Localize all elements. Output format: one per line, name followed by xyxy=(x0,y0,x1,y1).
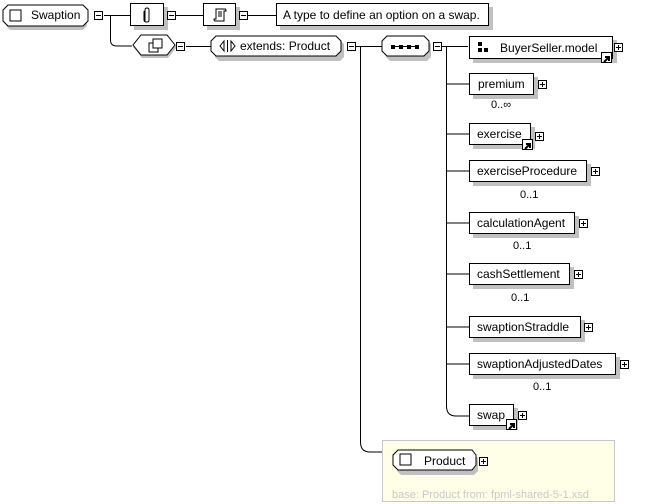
connector xyxy=(442,46,468,47)
root-type-label: Swaption xyxy=(31,8,81,22)
expand-toggle[interactable] xyxy=(614,43,623,52)
root-type-node[interactable] xyxy=(2,4,92,30)
sequence-node[interactable] xyxy=(381,35,433,61)
connector-curve xyxy=(110,36,132,47)
connector-curve xyxy=(360,46,396,453)
documentation-node[interactable] xyxy=(203,3,236,26)
occurrence-label: 0..1 xyxy=(511,292,530,304)
child-element-exercise[interactable]: exercise xyxy=(469,123,531,145)
expand-toggle[interactable] xyxy=(584,323,593,332)
paperclip-icon xyxy=(143,6,150,23)
expand-toggle[interactable] xyxy=(591,167,600,176)
child-label: swaptionStraddle xyxy=(477,320,570,334)
collapse-toggle[interactable] xyxy=(433,42,442,51)
expand-toggle[interactable] xyxy=(479,457,488,466)
connector-tree xyxy=(446,46,470,417)
expand-toggle[interactable] xyxy=(538,80,547,89)
child-element-calculationagent[interactable]: calculationAgent xyxy=(469,212,575,234)
collapse-toggle[interactable] xyxy=(176,42,185,51)
child-element-exerciseprocedure[interactable]: exerciseProcedure xyxy=(469,160,587,182)
collapse-toggle[interactable] xyxy=(167,11,176,20)
child-label: cashSettlement xyxy=(477,267,560,281)
connector xyxy=(186,46,212,47)
child-element-swap[interactable]: swap xyxy=(469,404,514,426)
expand-toggle[interactable] xyxy=(518,411,527,420)
child-label: exerciseProcedure xyxy=(477,164,578,178)
reference-arrow-icon xyxy=(506,419,517,430)
expand-toggle[interactable] xyxy=(620,360,629,369)
connector xyxy=(110,15,111,39)
complex-type-icon xyxy=(399,453,412,466)
child-element-cashsettlement[interactable]: cashSettlement xyxy=(469,263,570,285)
occurrence-label: 0..1 xyxy=(513,240,532,252)
extension-label: extends: Product xyxy=(240,39,331,53)
annotation-text: A type to define an option on a swap. xyxy=(283,7,480,22)
child-label: BuyerSeller.model xyxy=(500,40,598,55)
child-label: swaptionAdjustedDates xyxy=(477,357,603,371)
base-type-label: Product xyxy=(424,454,466,468)
collapse-toggle[interactable] xyxy=(347,42,356,51)
child-element-swaptionstraddle[interactable]: swaptionStraddle xyxy=(469,316,581,338)
expand-toggle[interactable] xyxy=(574,270,583,279)
connector xyxy=(176,15,203,16)
child-element-premium[interactable]: premium xyxy=(469,73,534,95)
child-label: premium xyxy=(478,77,525,91)
child-label: exercise xyxy=(477,127,522,141)
base-type-node[interactable] xyxy=(392,449,482,475)
extension-icon xyxy=(219,39,225,53)
group-icon xyxy=(478,42,488,52)
appinfo-node[interactable] xyxy=(130,3,164,26)
connector xyxy=(356,46,382,47)
child-label: calculationAgent xyxy=(477,216,566,230)
reference-arrow-icon xyxy=(522,139,533,150)
child-label: swap xyxy=(477,408,506,422)
connector xyxy=(104,15,130,16)
base-type-caption: base: Product from: fpml-shared-5-1.xsd xyxy=(392,489,589,501)
collapse-toggle[interactable] xyxy=(239,11,248,20)
sequence-icon xyxy=(391,45,395,49)
expand-toggle[interactable] xyxy=(579,219,588,228)
collapse-toggle[interactable] xyxy=(94,11,103,20)
extension-node[interactable] xyxy=(210,35,346,61)
scroll-icon xyxy=(212,8,227,21)
complex-content-node[interactable] xyxy=(130,34,180,60)
connector xyxy=(248,15,276,16)
occurrence-label: 0..1 xyxy=(533,381,552,393)
child-element-swaptionadjusteddates[interactable]: swaptionAdjustedDates xyxy=(469,353,616,375)
annotation-box: A type to define an option on a swap. xyxy=(276,3,489,26)
reference-arrow-icon xyxy=(601,52,612,63)
occurrence-label: 0..1 xyxy=(520,189,539,201)
child-element-buyerseller-model[interactable]: BuyerSeller.model xyxy=(469,36,613,59)
occurrence-label: 0..∞ xyxy=(491,99,512,111)
expand-toggle[interactable] xyxy=(535,132,544,141)
complex-type-icon xyxy=(9,9,22,22)
